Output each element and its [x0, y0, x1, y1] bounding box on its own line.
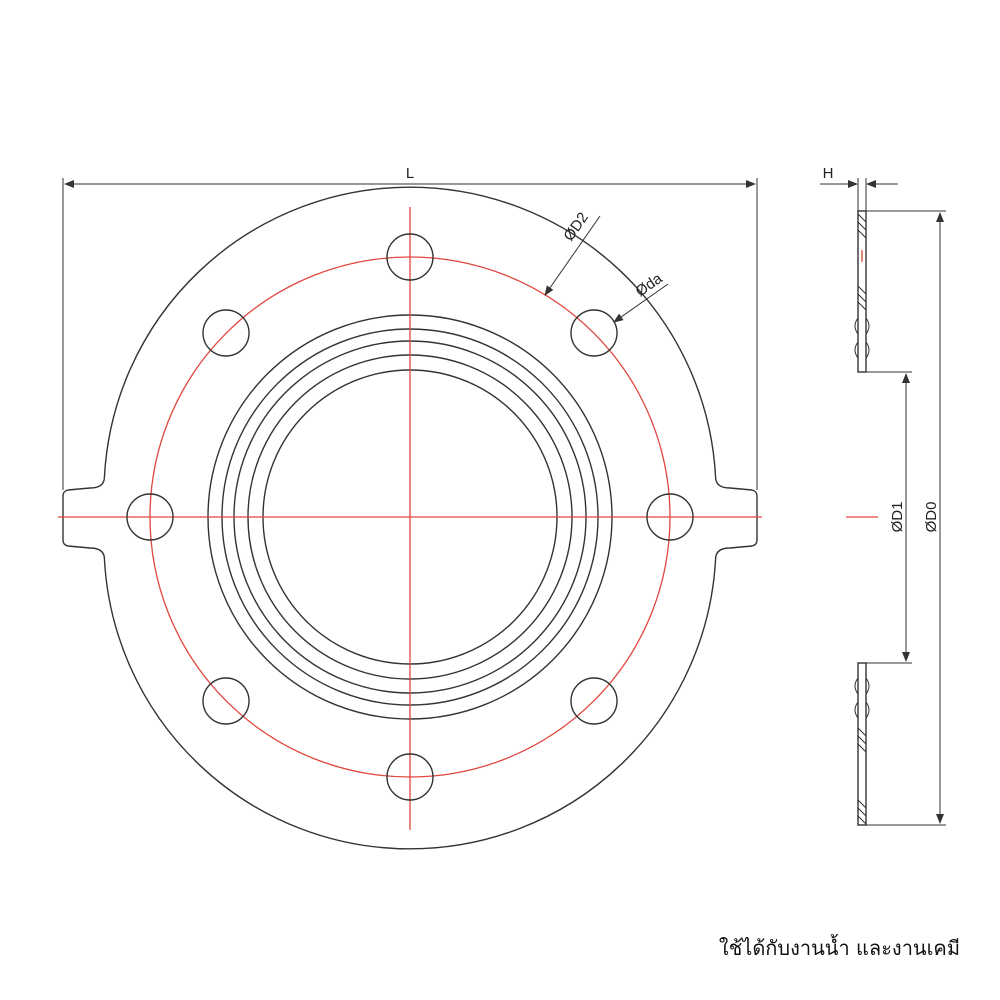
bolt-hole-top-left	[202, 309, 250, 357]
side-view: H ØD1 ØD0	[820, 165, 946, 826]
bolt-hole-right	[646, 493, 694, 541]
side-upper-section	[857, 210, 867, 373]
gasket-outer-outline	[62, 186, 758, 850]
front-view: L ØD2 Øda	[58, 165, 762, 850]
bolt-hole-bottom-left	[202, 677, 250, 725]
inner-diameter-label: ØD1	[889, 502, 906, 533]
usage-caption: ใช้ได้กับงานน้ำ และงานเคมี	[718, 936, 960, 960]
bolt-hole-top-right	[570, 309, 618, 357]
thickness-label: H	[823, 165, 834, 182]
side-lower-detail	[854, 677, 870, 825]
pitch-diameter-label: ØD2	[560, 209, 592, 244]
bolt-hole-bottom-right	[570, 677, 618, 725]
pitch-diameter-leader	[544, 215, 601, 296]
length-label: L	[406, 165, 414, 182]
outer-diameter-label: ØD0	[923, 502, 940, 533]
bolt-hole-bottom	[386, 753, 434, 801]
bolt-hole-left	[126, 493, 174, 541]
bolt-hole-top	[386, 233, 434, 281]
side-upper-detail	[854, 213, 870, 359]
hole-diameter-leader	[613, 283, 669, 323]
hole-diameter-label: Øda	[633, 270, 667, 301]
